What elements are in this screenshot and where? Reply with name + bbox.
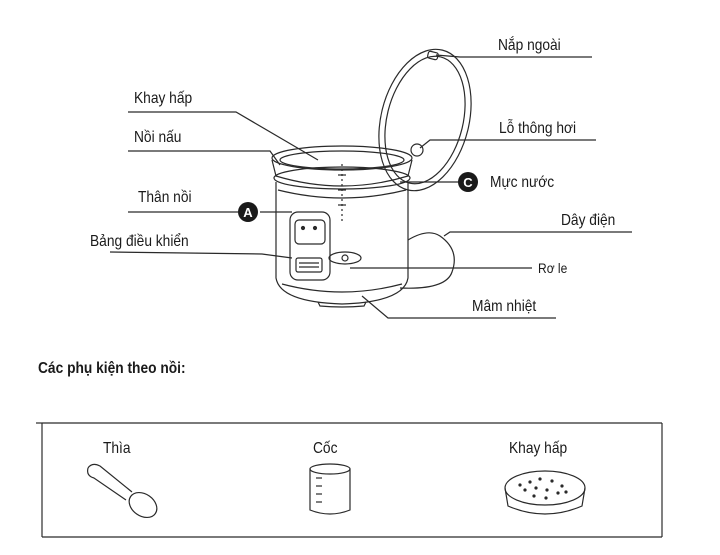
svg-text:A: A	[243, 205, 253, 220]
accessories-box	[36, 422, 663, 538]
power-cord	[399, 232, 455, 289]
steamer-tray-icon	[504, 470, 586, 515]
accessories-heading: Các phụ kiện theo nồi:	[38, 360, 186, 377]
label-khay-hap: Khay hấp	[134, 90, 193, 107]
steamer-holes	[518, 477, 568, 500]
marker-a: A	[238, 202, 258, 222]
svg-text:C: C	[463, 175, 473, 190]
label-ro-le: Rơ le	[538, 260, 568, 276]
control-panel	[289, 211, 331, 281]
label-noi-nau: Nồi nấu	[134, 129, 182, 146]
label-than-noi: Thân nồi	[138, 189, 192, 206]
label-nap-ngoai: Nắp ngoài	[498, 37, 561, 54]
label-lo-thong-hoi: Lỗ thông hơi	[499, 120, 577, 137]
accessory-label-cup: Cốc	[313, 440, 338, 457]
cup-icon	[309, 463, 351, 515]
accessory-label-spoon: Thìa	[103, 440, 131, 457]
label-mam-nhiet: Mâm nhiệt	[472, 298, 537, 315]
steam-vent	[410, 143, 424, 157]
marker-c: C	[458, 172, 478, 192]
label-muc-nuoc: Mực nước	[490, 174, 555, 191]
water-level-marks	[338, 164, 346, 222]
label-bang-dieu-khien: Bảng điều khiển	[90, 233, 189, 250]
spoon-icon	[87, 463, 158, 519]
relay	[328, 251, 362, 265]
accessory-label-steamer-tray: Khay hấp	[509, 440, 568, 457]
label-day-dien: Dây điện	[561, 212, 616, 229]
